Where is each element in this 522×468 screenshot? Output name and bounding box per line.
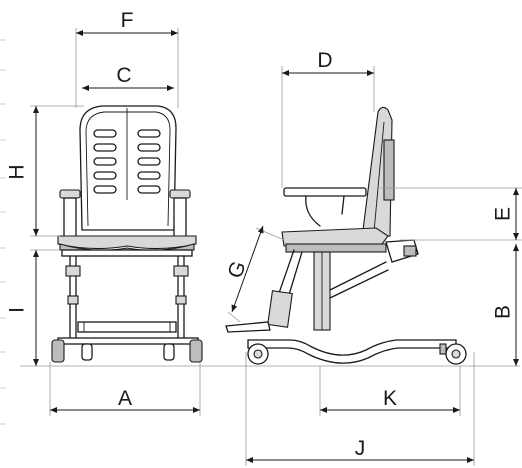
label-a: A [118,387,132,410]
label-f: F [121,9,134,32]
side-base-frame [247,339,457,356]
label-k: K [383,387,397,410]
side-wheels [247,343,467,365]
label-c: C [116,64,131,87]
dimension-a [49,362,201,416]
page-edge-ticks [0,39,6,425]
dimension-f [75,28,179,108]
dimension-j [245,352,475,466]
front-wheels [51,339,203,363]
label-i: I [6,307,29,313]
backrest-vent-holes [93,129,161,194]
label-h: H [6,164,29,179]
label-e: E [492,207,515,221]
label-j: J [355,437,366,460]
chair-side-view [225,106,467,365]
front-armrest-right [169,189,191,199]
label-g: G [224,258,251,281]
dimension-h [30,105,84,237]
label-d: D [317,49,332,72]
side-footplate [225,321,271,333]
label-b: B [492,305,515,319]
front-armrest-left [59,189,81,199]
dimension-d [281,66,375,188]
front-seat [57,235,197,250]
dimension-k [319,366,461,416]
side-tray [283,187,367,197]
dimension-e [380,187,522,241]
dimension-g [227,225,285,323]
front-footrest [77,321,177,333]
side-seat [281,227,389,247]
front-backrest [79,105,177,231]
chair-front-view [51,105,203,363]
dimension-i [30,249,60,366]
